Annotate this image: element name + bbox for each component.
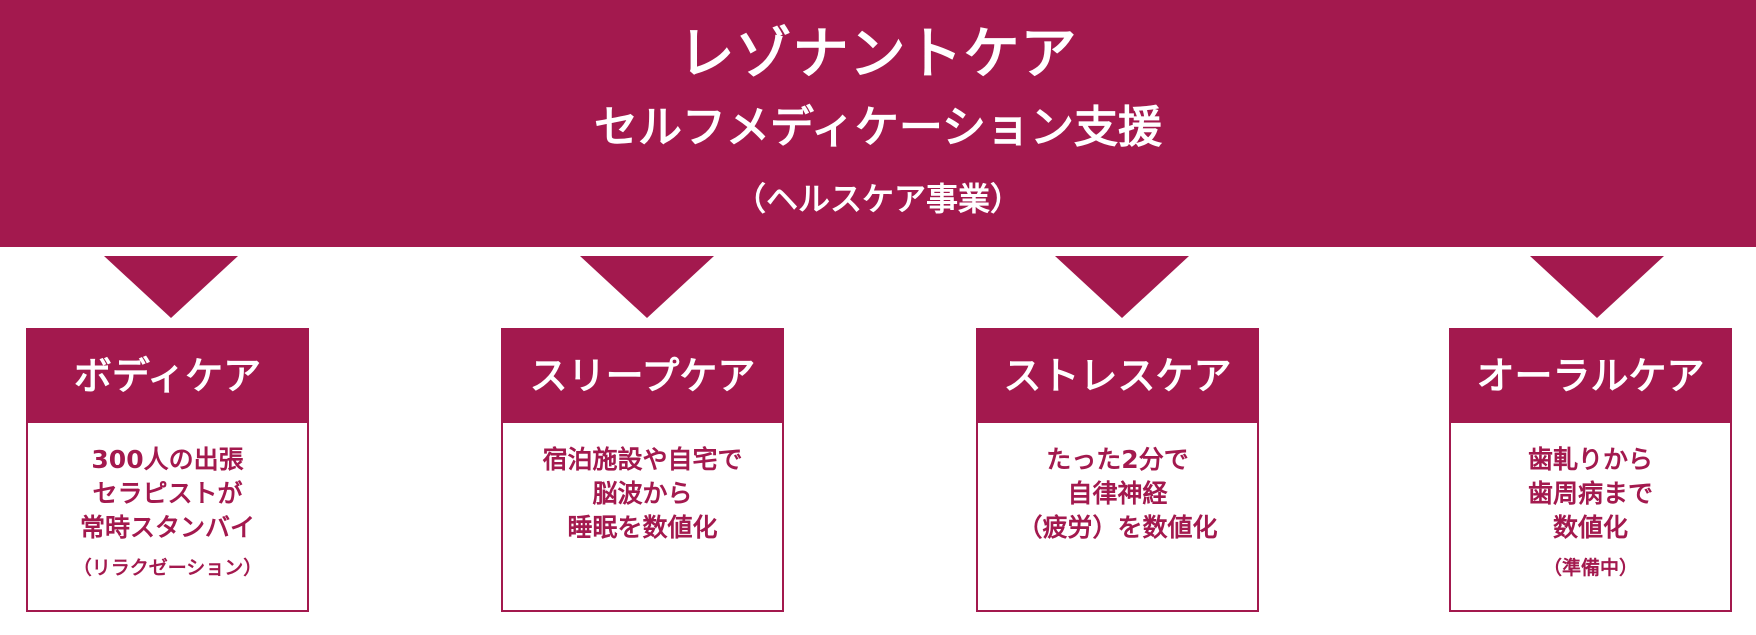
banner-note: （ヘルスケア事業）: [733, 180, 1022, 218]
down-arrow-icon: [1055, 256, 1189, 318]
card-oral-care: オーラルケア 歯軋りから 歯周病まで 数値化 （準備中）: [1449, 328, 1732, 612]
card-note: （準備中）: [1542, 557, 1638, 579]
card-body: 宿泊施設や自宅で 脳波から 睡眠を数値化: [503, 423, 782, 545]
down-arrow-icon: [104, 256, 238, 318]
down-arrow-icon: [1530, 256, 1664, 318]
card-line: 歯軋りから: [1527, 445, 1653, 474]
down-arrow-icon: [580, 256, 714, 318]
card-line: 脳波から: [592, 479, 693, 508]
card-body: 300人の出張 セラピストが 常時スタンバイ （リラクゼーション）: [28, 423, 307, 581]
header-banner: レゾナントケア セルフメディケーション支援 （ヘルスケア事業）: [0, 0, 1756, 247]
card-line: 数値化: [1552, 513, 1628, 542]
card-body: 歯軋りから 歯周病まで 数値化 （準備中）: [1451, 423, 1730, 581]
card-title: ストレスケア: [978, 330, 1257, 423]
card-note: （リラクゼーション）: [72, 557, 263, 579]
card-line: 睡眠を数値化: [567, 513, 718, 542]
card-line: たった2分で: [1046, 445, 1189, 474]
card-stress-care: ストレスケア たった2分で 自律神経 （疲労）を数値化: [976, 328, 1259, 612]
card-line: 300人の出張: [91, 445, 244, 474]
banner-subtitle: セルフメディケーション支援: [593, 102, 1163, 153]
card-body: たった2分で 自律神経 （疲労）を数値化: [978, 423, 1257, 545]
card-line: セラピストが: [92, 479, 243, 508]
banner-title: レゾナントケア: [678, 22, 1078, 87]
card-line: （疲労）を数値化: [1017, 513, 1218, 542]
card-line: 自律神経: [1067, 479, 1168, 508]
card-title: ボディケア: [28, 330, 307, 423]
card-line: 常時スタンバイ: [79, 513, 255, 542]
card-body-care: ボディケア 300人の出張 セラピストが 常時スタンバイ （リラクゼーション）: [26, 328, 309, 612]
card-line: 歯周病まで: [1527, 479, 1653, 508]
card-title: オーラルケア: [1451, 330, 1730, 423]
card-line: 宿泊施設や自宅で: [542, 445, 743, 474]
card-title: スリープケア: [503, 330, 782, 423]
card-sleep-care: スリープケア 宿泊施設や自宅で 脳波から 睡眠を数値化: [501, 328, 784, 612]
